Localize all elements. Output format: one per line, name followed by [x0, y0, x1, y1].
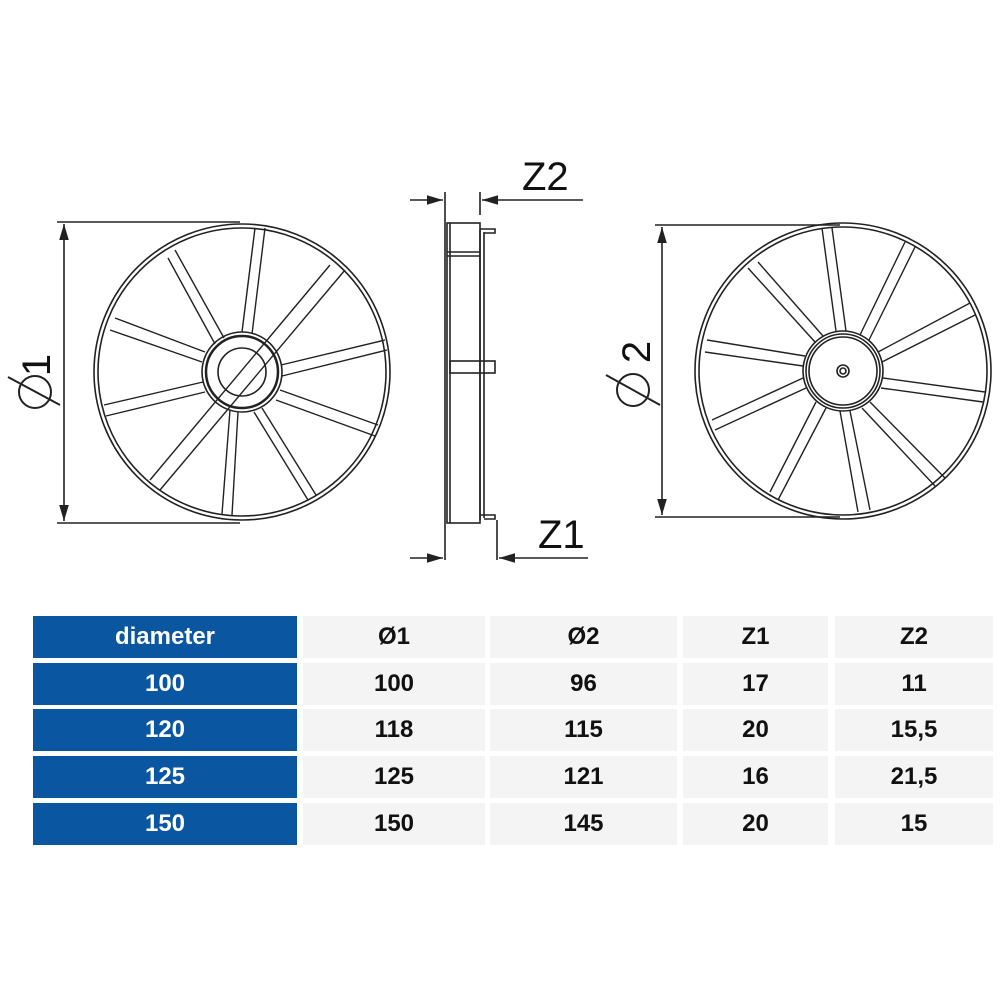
cell-d2: 96: [490, 663, 677, 705]
header-z1: Z1: [683, 616, 828, 658]
header-diameter: diameter: [33, 616, 297, 658]
cell-z2: 21,5: [835, 756, 993, 798]
table-header-row: diameter Ø1 Ø2 Z1 Z2: [33, 616, 993, 658]
cell-z2: 11: [835, 663, 993, 705]
table-row: 100 100 96 17 11: [33, 663, 993, 705]
cell-z2: 15: [835, 803, 993, 845]
table-row: 125 125 121 16 21,5: [33, 756, 993, 798]
cell-z1: 16: [683, 756, 828, 798]
cell-z1: 20: [683, 803, 828, 845]
header-z2: Z2: [835, 616, 993, 658]
cell-d2: 121: [490, 756, 677, 798]
z1-label: Z1: [538, 513, 585, 557]
cell-d2: 115: [490, 709, 677, 751]
diameter-1-label: 1: [15, 354, 59, 376]
cell-diameter: 100: [33, 663, 297, 705]
table-row: 150 150 145 20 15: [33, 803, 993, 845]
cell-d1: 125: [303, 756, 485, 798]
cell-diameter: 120: [33, 709, 297, 751]
side-view: [410, 192, 588, 563]
diameter-symbol-icon: [7, 375, 61, 409]
cell-z2: 15,5: [835, 709, 993, 751]
cell-d1: 150: [303, 803, 485, 845]
table-row: 120 118 115 20 15,5: [33, 709, 993, 751]
diameter-2-label: 2: [615, 341, 659, 363]
header-d2: Ø2: [490, 616, 677, 658]
diameter-symbol-icon: [605, 373, 661, 407]
technical-drawing: 1 Z2 Z1: [7, 155, 992, 563]
back-view: [655, 222, 992, 520]
cell-diameter: 150: [33, 803, 297, 845]
front-view: [57, 221, 391, 524]
header-d1: Ø1: [303, 616, 485, 658]
cell-d2: 145: [490, 803, 677, 845]
cell-d1: 100: [303, 663, 485, 705]
cell-z1: 20: [683, 709, 828, 751]
cell-z1: 17: [683, 663, 828, 705]
cell-diameter: 125: [33, 756, 297, 798]
cell-d1: 118: [303, 709, 485, 751]
z2-label: Z2: [522, 155, 569, 199]
